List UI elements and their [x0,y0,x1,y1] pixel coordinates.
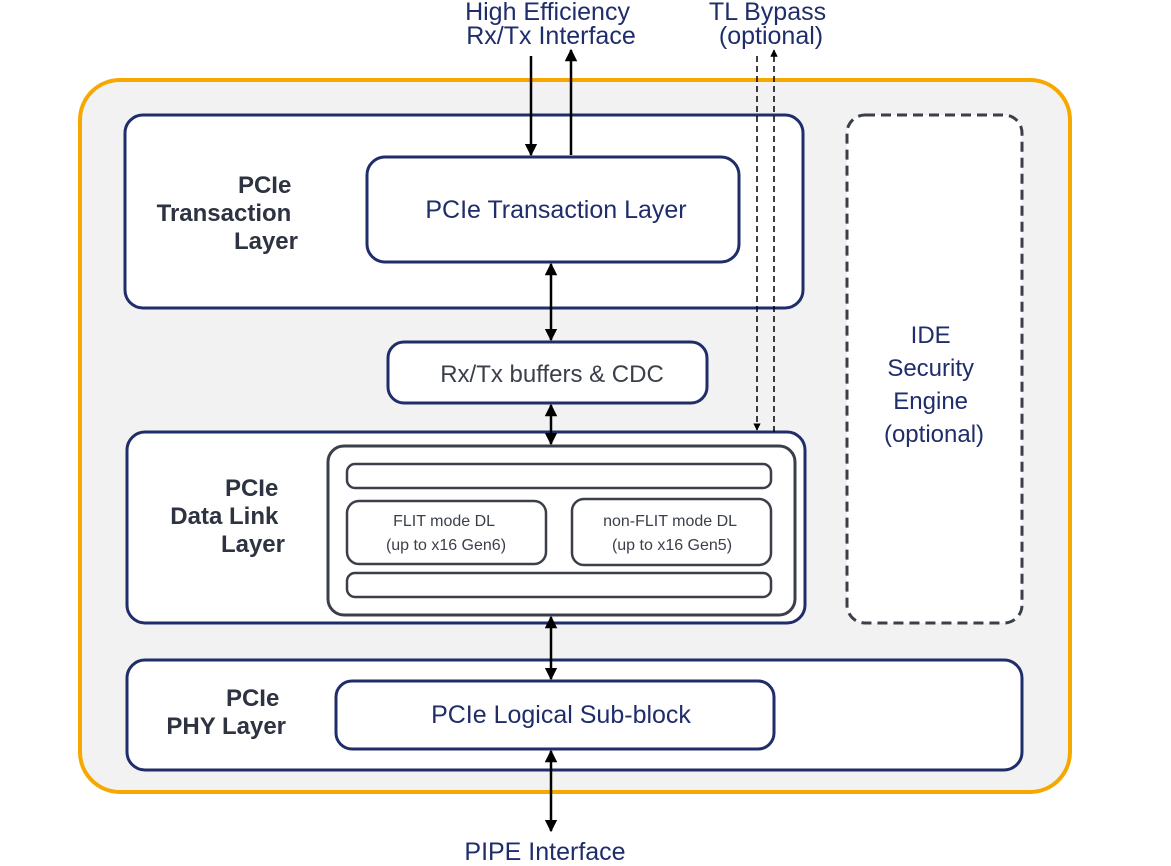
rx-tx-interface-label: High Efficiency Rx/Tx Interface [465,0,637,50]
flit-mode-label: FLIT mode DL (up to x16 Gen6) [386,513,506,554]
nonflit-mode-block [570,497,773,567]
ide-security-engine [845,113,1024,625]
phy-layer-label: PCIe PHY Layer [166,685,286,740]
buffers-cdc-block [386,340,709,405]
logical-subblock [334,679,776,751]
pipe-interface-label: PIPE Interface [464,838,625,866]
logical-subblock-label: PCIe Logical Sub-block [431,701,691,729]
datalink-layer-label: PCIe Data Link Layer [170,475,285,558]
datalink-bottom-bar [345,571,773,599]
transaction-layer-label: PCIe Transaction Layer [157,172,298,255]
buffers-cdc-label: Rx/Tx buffers & CDC [440,361,664,388]
datalink-top-bar [345,462,773,490]
tl-bypass-label: TL Bypass (optional) [709,0,833,50]
ide-security-label: IDE Security Engine (optional) [884,322,984,448]
transaction-layer-block [365,155,741,264]
flit-mode-block [345,499,548,566]
nonflit-mode-label: non-FLIT mode DL (up to x16 Gen5) [603,513,741,554]
transaction-layer-block-label: PCIe Transaction Layer [425,196,686,224]
